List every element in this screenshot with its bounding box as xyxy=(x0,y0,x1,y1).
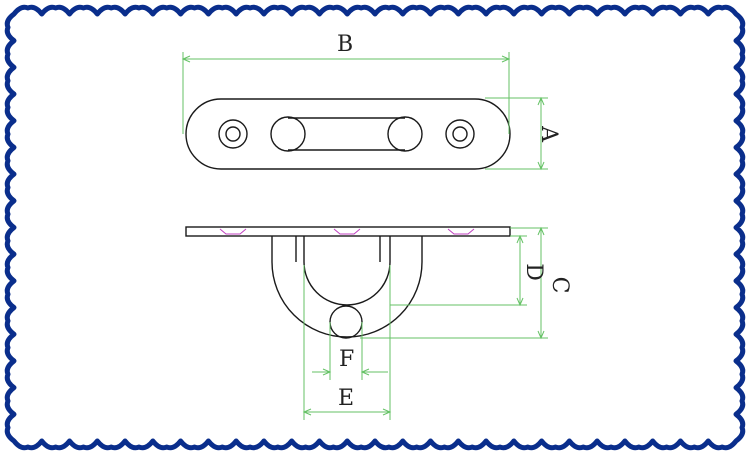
loop-right-end xyxy=(387,116,423,152)
dim-a-arrow-bottom xyxy=(537,161,545,171)
countersink-mark-right xyxy=(447,228,475,235)
left-hole-inner xyxy=(225,126,241,142)
dim-d-arrow-top xyxy=(516,234,524,244)
dim-label-a: A xyxy=(536,125,561,143)
dim-e-arrow-left xyxy=(302,408,312,416)
dim-label-f: F xyxy=(339,347,354,372)
dim-f-arrow-left xyxy=(322,368,332,376)
countersink-mark-left xyxy=(219,228,247,235)
dim-label-c: C xyxy=(547,277,572,294)
dim-label-e: E xyxy=(338,386,354,411)
dim-b-arrow-right xyxy=(501,55,511,63)
dim-b-arrow-left xyxy=(181,55,191,63)
dim-label-b: B xyxy=(337,32,353,57)
top-view: B A xyxy=(181,32,561,171)
countersink-mark-center xyxy=(333,228,361,235)
scalloped-border xyxy=(4,4,746,451)
dim-c-arrow-top xyxy=(537,226,545,236)
side-plate xyxy=(185,226,511,237)
loop-left-end xyxy=(270,116,306,152)
loop-inner xyxy=(303,236,391,306)
wire-section xyxy=(329,305,363,339)
loop-outer xyxy=(271,236,423,338)
plate-outline xyxy=(185,98,511,170)
left-hole-outer xyxy=(218,119,248,149)
right-hole-outer xyxy=(445,119,475,149)
dim-c-arrow-bottom xyxy=(537,330,545,340)
dim-e-arrow-right xyxy=(382,408,392,416)
right-hole-inner xyxy=(452,126,468,142)
dim-f-arrow-right xyxy=(360,368,370,376)
side-view: C D F E xyxy=(185,226,572,420)
dim-d-arrow-bottom xyxy=(516,297,524,307)
dim-a-arrow-top xyxy=(537,96,545,106)
dim-label-d: D xyxy=(521,263,546,281)
